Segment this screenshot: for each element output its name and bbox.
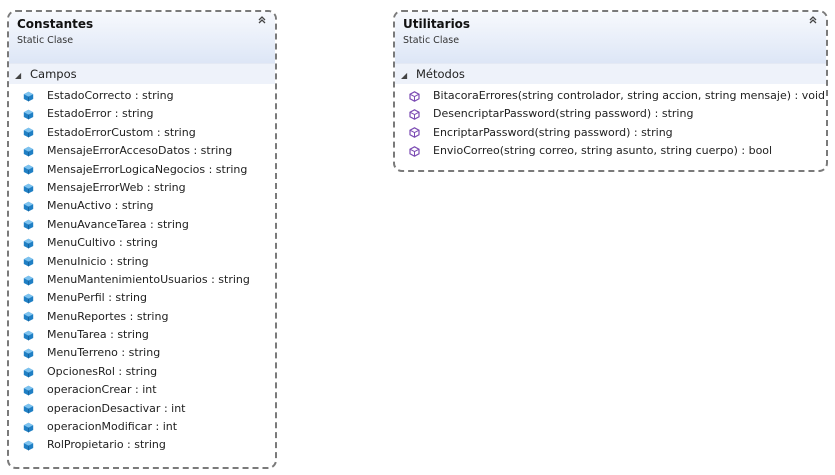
class-box-constantes[interactable]: Constantes Static Clase ◢ Campos EstadoCo… [7, 10, 277, 469]
member-label: EnvioCorreo(string correo, string asunto… [433, 144, 773, 158]
member-label: MensajeErrorAccesoDatos : string [47, 144, 233, 158]
field-item[interactable]: MenuCultivo : string [9, 234, 275, 252]
field-icon [23, 127, 34, 138]
field-icon [23, 330, 34, 341]
class-stereotype: Static Clase [403, 35, 460, 46]
expanded-triangle-icon[interactable]: ◢ [401, 71, 408, 80]
field-icon [23, 219, 34, 230]
member-label: BitacoraErrores(string controlador, stri… [433, 89, 825, 102]
member-label: MenuTarea : string [47, 328, 149, 342]
member-label: MenuAvanceTarea : string [47, 217, 189, 231]
field-item[interactable]: RolPropietario : string [9, 436, 275, 454]
section-label: Campos [30, 67, 77, 81]
field-icon [23, 146, 34, 157]
field-item[interactable]: MenuTerreno : string [9, 344, 275, 362]
field-icon [23, 201, 34, 212]
field-icon [23, 183, 34, 194]
field-icon [23, 367, 34, 378]
field-icon [23, 311, 34, 322]
field-item[interactable]: operacionCrear : int [9, 381, 275, 399]
collapse-chevron-icon[interactable] [807, 15, 819, 29]
member-label: EstadoError : string [47, 107, 154, 121]
method-item[interactable]: EnvioCorreo(string correo, string asunto… [395, 142, 826, 160]
class-box-utilitarios[interactable]: Utilitarios Static Clase ◢ Métodos Bitaco… [393, 10, 828, 172]
member-label: EstadoCorrecto : string [47, 89, 174, 102]
class-header[interactable]: Utilitarios Static Clase [395, 12, 826, 63]
field-icon [23, 164, 34, 175]
field-icon [23, 440, 34, 451]
member-label: EncriptarPassword(string password) : str… [433, 125, 673, 139]
class-title: Utilitarios [403, 17, 471, 31]
member-label: MenuActivo : string [47, 199, 154, 213]
method-icon [409, 145, 420, 157]
field-item[interactable]: EstadoErrorCustom : string [9, 124, 275, 142]
method-item[interactable]: BitacoraErrores(string controlador, stri… [395, 87, 826, 105]
member-label: operacionCrear : int [47, 383, 157, 397]
member-label: MenuCultivo : string [47, 236, 158, 250]
class-stereotype: Static Clase [17, 35, 74, 46]
member-label: MenuTerreno : string [47, 346, 161, 360]
field-icon [23, 348, 34, 359]
method-item[interactable]: DesencriptarPassword(string password) : … [395, 105, 826, 123]
member-label: DesencriptarPassword(string password) : … [433, 107, 694, 121]
member-label: operacionModificar : int [47, 420, 178, 434]
field-item[interactable]: operacionModificar : int [9, 418, 275, 436]
member-label: MenuPerfil : string [47, 291, 147, 305]
member-list: BitacoraErrores(string controlador, stri… [395, 84, 826, 161]
method-icon [409, 109, 420, 120]
method-icon [409, 127, 420, 139]
expanded-triangle-icon[interactable]: ◢ [15, 71, 22, 80]
field-item[interactable]: EstadoError : string [9, 105, 275, 123]
field-item[interactable]: MenuReportes : string [9, 308, 275, 326]
field-icon [23, 403, 34, 414]
field-item[interactable]: MenuAvanceTarea : string [9, 216, 275, 234]
collapse-chevron-icon[interactable] [256, 15, 268, 29]
section-label: Métodos [416, 67, 465, 81]
method-icon [409, 90, 420, 102]
method-item[interactable]: EncriptarPassword(string password) : str… [395, 124, 826, 142]
field-icon [23, 91, 34, 102]
field-item[interactable]: MensajeErrorAccesoDatos : string [9, 142, 275, 160]
field-icon [23, 293, 34, 304]
field-item[interactable]: operacionDesactivar : int [9, 400, 275, 418]
field-item[interactable]: EstadoCorrecto : string [9, 87, 275, 105]
field-icon [23, 238, 34, 249]
section-header-metodos[interactable]: ◢ Métodos [395, 63, 826, 84]
class-header[interactable]: Constantes Static Clase [9, 12, 275, 63]
field-item[interactable]: MensajeErrorWeb : string [9, 179, 275, 197]
field-icon [23, 256, 34, 267]
field-item[interactable]: MenuTarea : string [9, 326, 275, 344]
field-item[interactable]: MenuInicio : string [9, 253, 275, 271]
member-label: MensajeErrorLogicaNegocios : string [47, 162, 248, 176]
field-item[interactable]: MenuMantenimientoUsuarios : string [9, 271, 275, 289]
field-item[interactable]: OpcionesRol : string [9, 363, 275, 381]
member-label: MenuReportes : string [47, 309, 169, 323]
field-icon [23, 385, 34, 396]
member-label: OpcionesRol : string [47, 364, 158, 378]
member-label: RolPropietario : string [47, 438, 166, 452]
field-item[interactable]: MenuActivo : string [9, 197, 275, 215]
member-label: MensajeErrorWeb : string [47, 180, 186, 194]
member-label: operacionDesactivar : int [47, 401, 186, 415]
field-icon [23, 109, 34, 120]
section-header-campos[interactable]: ◢ Campos [9, 63, 275, 84]
class-title: Constantes [17, 17, 94, 31]
member-label: MenuInicio : string [47, 254, 149, 268]
member-label: EstadoErrorCustom : string [47, 125, 196, 139]
field-item[interactable]: MenuPerfil : string [9, 289, 275, 307]
field-icon [23, 275, 34, 286]
field-item[interactable]: MensajeErrorLogicaNegocios : string [9, 161, 275, 179]
field-icon [23, 422, 34, 433]
member-label: MenuMantenimientoUsuarios : string [47, 272, 250, 286]
